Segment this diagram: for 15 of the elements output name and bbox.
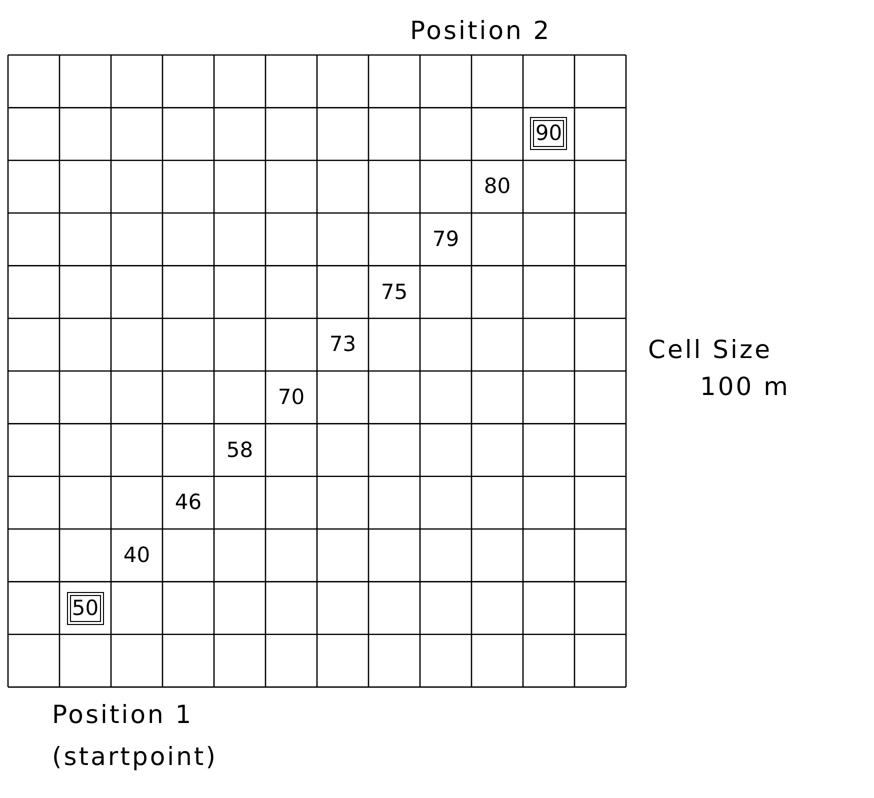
cell-value: 75 — [380, 282, 408, 302]
annotation-text: Cell Size — [648, 335, 772, 364]
cell-value: 46 — [174, 492, 202, 514]
annotation-text: 100 m — [700, 372, 790, 401]
cell-value: 40 — [123, 544, 150, 566]
annotation-text: Position 2 — [410, 16, 552, 45]
cell-value: 79 — [432, 228, 460, 250]
cell-value: 58 — [226, 440, 254, 461]
cell-value: 80 — [484, 176, 511, 198]
boxed-cell-value: 50 — [66, 592, 104, 625]
cell-value: 70 — [278, 386, 305, 408]
annotation-text: Position 1 — [52, 700, 194, 729]
cell-value: 73 — [329, 334, 356, 356]
annotation-text: (startpoint) — [52, 742, 218, 771]
boxed-cell-value: 90 — [530, 117, 568, 150]
